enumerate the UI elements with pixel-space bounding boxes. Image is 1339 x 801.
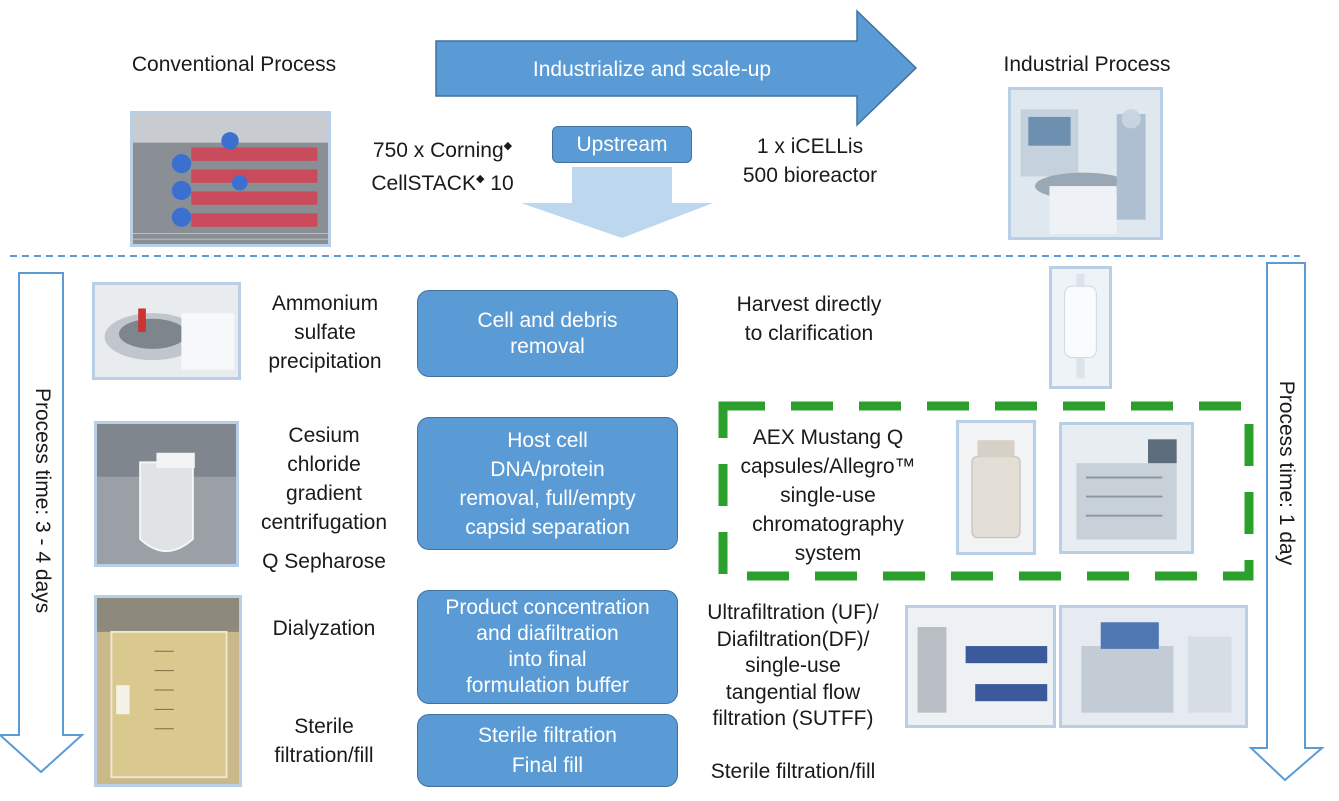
conventional-step-1: Ammonium sulfate precipitation <box>268 292 382 373</box>
conventional-step-4: Sterile filtration/fill <box>274 715 374 767</box>
conventional-upstream-suffix: 10 <box>484 172 514 195</box>
step-box-concentration-diafiltration: Product concentration and diafiltration … <box>417 590 678 704</box>
industrial-title: Industrial Process <box>1003 53 1171 76</box>
upstream-box: Upstream <box>552 126 692 163</box>
tff-cassette-photo <box>905 605 1056 728</box>
sutff-system-photo <box>1059 605 1248 728</box>
left-time-arrow <box>0 272 85 774</box>
single-use-dashed-frame <box>718 401 1254 581</box>
industrialize-label: Industrialize and scale-up <box>532 58 772 81</box>
industrial-step-3: Ultrafiltration (UF)/ Diafiltration(DF)/… <box>707 601 879 730</box>
conventional-upstream-line1: 750 x Corning <box>372 139 504 162</box>
icellis-bioreactor-photo <box>1008 87 1163 240</box>
right-time-arrow <box>1248 262 1325 782</box>
industrialize-arrow <box>435 9 918 127</box>
industrial-step-2: AEX Mustang Q capsules/Allegro™ single-u… <box>740 426 916 565</box>
diamond-mark: ◆ <box>475 173 485 185</box>
allegro-system-photo <box>1059 422 1194 554</box>
step-box-cell-debris-removal: Cell and debris removal <box>417 290 678 377</box>
industrial-upstream-text: 1 x iCELLis 500 bioreactor <box>742 135 878 187</box>
upstream-down-arrow <box>521 167 713 238</box>
conventional-upstream-line2: CellSTACK <box>371 172 476 195</box>
conventional-upstream-text: 750 x Corning◆ CellSTACK◆ 10 <box>355 132 530 198</box>
conventional-title: Conventional Process <box>131 53 337 76</box>
industrial-step-1: Harvest directly to clarification <box>736 293 882 345</box>
industrial-step-4: Sterile filtration/fill <box>710 760 876 783</box>
conventional-step-3: Dialyzation <box>272 617 376 640</box>
diamond-mark: ◆ <box>503 140 513 152</box>
conventional-step-2-extra: Q Sepharose <box>262 550 386 573</box>
centrifuge-photo <box>92 282 241 380</box>
dialysis-beaker-photo <box>94 595 242 787</box>
capsule-filter-photo <box>1049 266 1112 389</box>
right-process-time: Process time: 1 day <box>1275 380 1298 566</box>
step-box-host-cell-removal: Host cell DNA/protein removal, full/empt… <box>417 417 678 550</box>
conventional-step-2: Cesium chloride gradient centrifugation <box>260 424 388 534</box>
mustang-capsule-photo <box>956 420 1036 555</box>
left-process-time: Process time: 3 - 4 days <box>31 388 54 614</box>
cesium-tube-photo <box>94 421 239 567</box>
step-box-sterile-filtration: Sterile filtration Final fill <box>417 714 678 787</box>
cellstack-photo <box>130 111 331 247</box>
